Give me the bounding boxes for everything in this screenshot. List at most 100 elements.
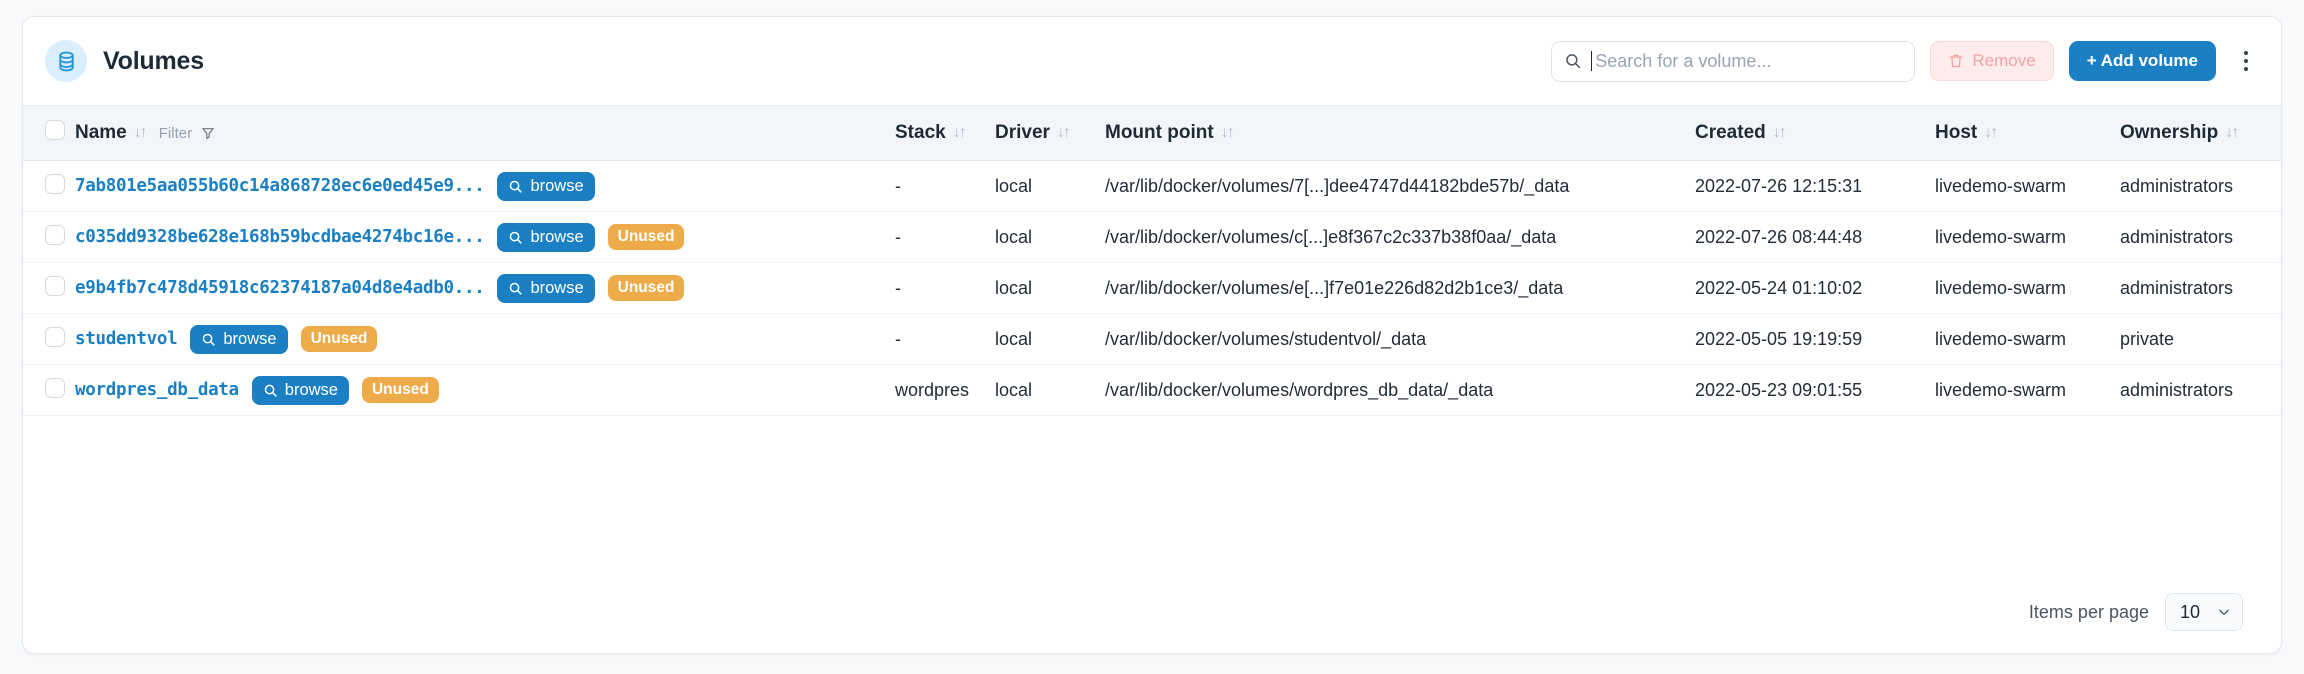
- table-row[interactable]: c035dd9328be628e168b59bcdbae4274bc16e...…: [23, 211, 2281, 263]
- search-box[interactable]: [1551, 40, 1916, 82]
- text-caret: [1591, 51, 1593, 71]
- funnel-icon[interactable]: [201, 126, 215, 140]
- row-checkbox[interactable]: [45, 275, 65, 296]
- volume-name-link[interactable]: 7ab801e5aa055b60c14a868728ec6e0ed45e9...: [75, 176, 485, 196]
- th-driver[interactable]: Driver ↓↑: [995, 105, 1105, 161]
- th-ownership[interactable]: Ownership ↓↑: [2120, 105, 2281, 161]
- browse-button[interactable]: browse: [190, 324, 288, 354]
- add-volume-button-label: + Add volume: [2086, 51, 2198, 70]
- cell-created: 2022-07-26 12:15:31: [1695, 160, 1935, 212]
- table-row[interactable]: studentvol browse Unused -local/var/lib/doc…: [23, 313, 2281, 365]
- sort-icon[interactable]: ↓↑: [1984, 124, 1998, 141]
- row-select-cell: [23, 364, 75, 416]
- th-created[interactable]: Created ↓↑: [1695, 105, 1935, 161]
- cell-name: 7ab801e5aa055b60c14a868728ec6e0ed45e9...…: [75, 160, 895, 212]
- select-all-checkbox[interactable]: [45, 120, 65, 140]
- search-icon: [508, 281, 523, 296]
- sort-icon[interactable]: ↓↑: [1056, 124, 1071, 141]
- cell-mount-point: /var/lib/docker/volumes/c[...]e8f367c2c3…: [1105, 211, 1695, 263]
- cell-ownership: administrators: [2120, 364, 2281, 416]
- th-host[interactable]: Host ↓↑: [1935, 105, 2120, 161]
- th-stack-label: Stack: [895, 122, 946, 143]
- sort-icon[interactable]: ↓↑: [133, 124, 148, 141]
- th-name-label: Name: [75, 122, 127, 143]
- sort-icon[interactable]: ↓↑: [952, 124, 967, 141]
- table-row[interactable]: e9b4fb7c478d45918c62374187a04d8e4adb0...…: [23, 262, 2281, 314]
- row-select-cell: [23, 313, 75, 365]
- sort-icon[interactable]: ↓↑: [2225, 124, 2239, 141]
- cell-ownership: private: [2120, 313, 2281, 365]
- th-mount-point[interactable]: Mount point ↓↑: [1105, 105, 1695, 161]
- cell-name: wordpres_db_data browse Unused: [75, 364, 895, 416]
- cell-driver: local: [995, 262, 1105, 314]
- cell-host: livedemo-swarm: [1935, 160, 2120, 212]
- status-badge-unused: Unused: [361, 377, 439, 403]
- volumes-table-wrap: Name ↓↑ Filter: [23, 105, 2281, 571]
- row-select-cell: [23, 160, 75, 212]
- cell-stack: wordpres: [895, 364, 995, 416]
- search-icon: [1564, 52, 1582, 70]
- volume-name-link[interactable]: studentvol: [75, 329, 178, 349]
- th-stack[interactable]: Stack ↓↑: [895, 105, 995, 161]
- volume-name-link[interactable]: c035dd9328be628e168b59bcdbae4274bc16e...: [75, 227, 485, 247]
- items-per-page-label: Items per page: [2028, 601, 2149, 622]
- cell-mount-point: /var/lib/docker/volumes/wordpres_db_data…: [1105, 364, 1695, 416]
- search-icon: [508, 230, 523, 245]
- cell-driver: local: [995, 160, 1105, 212]
- pagination-footer: Items per page 10: [23, 571, 2281, 653]
- status-badge-unused: Unused: [300, 326, 378, 352]
- sort-icon[interactable]: ↓↑: [1772, 124, 1787, 141]
- row-checkbox[interactable]: [45, 224, 65, 245]
- row-select-cell: [23, 211, 75, 263]
- volume-database-icon: [45, 40, 87, 82]
- cell-ownership: administrators: [2120, 211, 2281, 263]
- table-header-row: Name ↓↑ Filter: [23, 105, 2281, 161]
- th-name[interactable]: Name ↓↑ Filter: [75, 105, 895, 161]
- remove-button-label: Remove: [1972, 51, 2036, 70]
- cell-name: c035dd9328be628e168b59bcdbae4274bc16e...…: [75, 211, 895, 263]
- table-body: 7ab801e5aa055b60c14a868728ec6e0ed45e9...…: [23, 160, 2281, 416]
- sort-icon[interactable]: ↓↑: [1220, 124, 1235, 141]
- cell-driver: local: [995, 211, 1105, 263]
- remove-button[interactable]: Remove: [1930, 41, 2054, 81]
- volume-name-link[interactable]: e9b4fb7c478d45918c62374187a04d8e4adb0...: [75, 278, 485, 298]
- add-volume-button[interactable]: + Add volume: [2068, 41, 2216, 81]
- cell-mount-point: /var/lib/docker/volumes/studentvol/_data: [1105, 313, 1695, 365]
- volumes-panel: Volumes: [22, 16, 2282, 654]
- cell-host: livedemo-swarm: [1935, 211, 2120, 263]
- browse-button[interactable]: browse: [497, 273, 595, 303]
- search-icon: [263, 383, 278, 398]
- row-checkbox[interactable]: [45, 173, 65, 194]
- cell-stack: -: [895, 313, 995, 365]
- cell-ownership: administrators: [2120, 262, 2281, 314]
- cell-host: livedemo-swarm: [1935, 313, 2120, 365]
- volume-name-link[interactable]: wordpres_db_data: [75, 380, 239, 400]
- browse-button-label: browse: [223, 329, 277, 348]
- row-checkbox[interactable]: [45, 326, 65, 347]
- chevron-down-icon: [2217, 605, 2231, 619]
- kebab-menu-icon[interactable]: [2233, 41, 2259, 81]
- cell-stack: -: [895, 160, 995, 212]
- cell-host: livedemo-swarm: [1935, 262, 2120, 314]
- th-host-label: Host: [1935, 122, 1978, 143]
- table-head: Name ↓↑ Filter: [23, 105, 2281, 161]
- items-per-page-select[interactable]: 10: [2165, 593, 2243, 631]
- row-select-cell: [23, 262, 75, 314]
- table-row[interactable]: 7ab801e5aa055b60c14a868728ec6e0ed45e9...…: [23, 160, 2281, 212]
- search-icon: [508, 179, 523, 194]
- panel-header: Volumes: [23, 17, 2281, 105]
- cell-driver: local: [995, 313, 1105, 365]
- search-input[interactable]: [1595, 50, 1903, 72]
- trash-icon: [1948, 53, 1964, 69]
- browse-button-label: browse: [530, 278, 584, 297]
- cell-created: 2022-05-24 01:10:02: [1695, 262, 1935, 314]
- th-driver-label: Driver: [995, 122, 1050, 143]
- browse-button[interactable]: browse: [251, 375, 349, 405]
- browse-button[interactable]: browse: [497, 222, 595, 252]
- browse-button[interactable]: browse: [497, 171, 595, 201]
- row-checkbox[interactable]: [45, 377, 65, 398]
- status-badge-unused: Unused: [607, 224, 685, 250]
- filter-label[interactable]: Filter: [158, 124, 193, 142]
- cell-ownership: administrators: [2120, 160, 2281, 212]
